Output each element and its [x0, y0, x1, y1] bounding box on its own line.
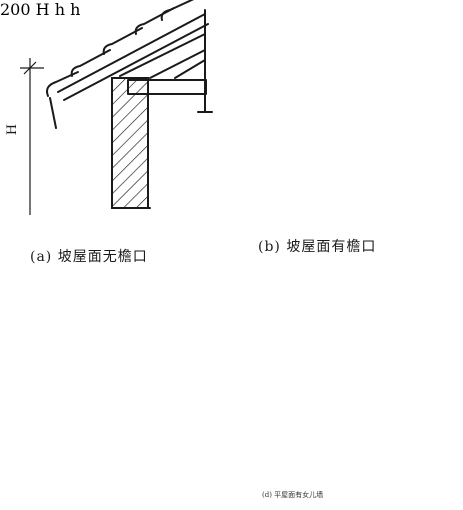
figure-d-dim-label: h — [70, 0, 81, 19]
figure-c-dim-label: h — [54, 0, 65, 19]
figure-c-flat-roof-eave: h — [55, 0, 70, 19]
figure-a-roof-structure — [57, 9, 213, 113]
figure-b-dim-label: H — [35, 0, 50, 19]
figure-b-caption: (b) 坡屋面有檐口 — [258, 239, 377, 255]
figure-a-roof-tiles — [46, 0, 195, 129]
figure-a-caption: (a) 坡屋面无檐口 — [30, 249, 148, 265]
figure-b-sloped-roof-with-eave: 200 H — [0, 0, 55, 19]
figure-a-dimension-line — [20, 58, 44, 215]
figure-a-dim-label: H — [4, 124, 20, 135]
figure-a-wall — [111, 77, 149, 209]
figure-d-caption: (d) 平屋面有女儿墙 — [262, 491, 324, 499]
figure-a-sloped-roof-no-eave: H — [4, 0, 213, 215]
figure-b-dim-value: 200 — [0, 0, 31, 19]
figure-d-flat-roof-parapet: h — [70, 0, 80, 19]
